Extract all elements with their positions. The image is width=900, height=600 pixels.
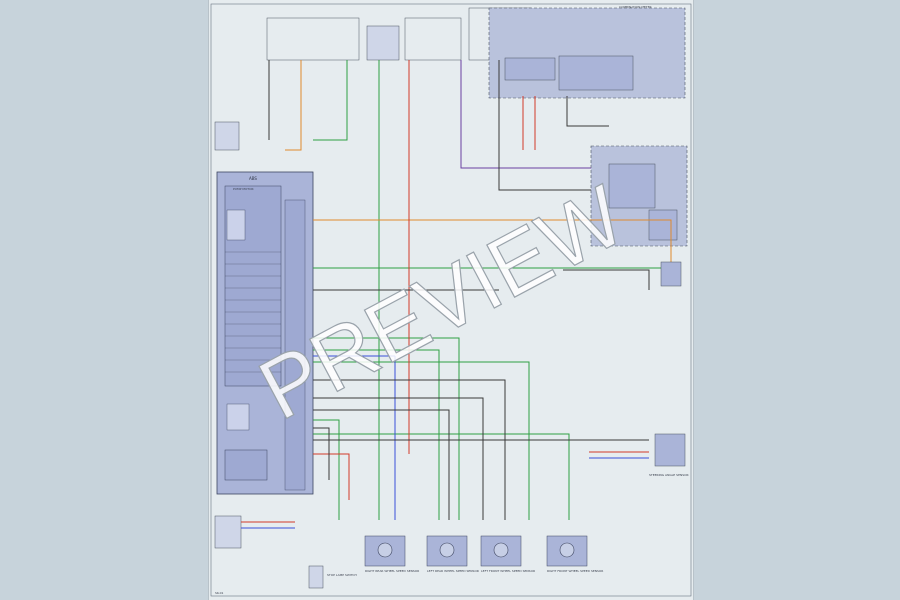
- steering-sensor-label: STEERING ANGLE SENSOR: [649, 473, 689, 477]
- steering-angle-sensor-box: [654, 433, 686, 467]
- left-switch-box: [214, 121, 240, 151]
- wheel-sensor-4: RIGHT FRONT WHEEL SPEED SENSOR: [546, 535, 603, 573]
- left-bottom-sensor-box: [214, 515, 242, 549]
- wiring-diagram-sheet: COMBINATION METER ABS PUMP MOTOR: [208, 0, 694, 600]
- abs-module: ABS PUMP MOTOR: [216, 171, 314, 495]
- brake-switch-label: STOP LAMP SWITCH: [327, 573, 357, 577]
- wheel-sensor-1-label: RIGHT REAR WHEEL SPEED SENSOR: [365, 569, 419, 573]
- abs-module-title: ABS: [249, 176, 257, 181]
- wheel-sensor-1: RIGHT REAR WHEEL SPEED SENSOR: [364, 535, 419, 573]
- sheet-id: SK-01: [215, 591, 224, 595]
- wheel-sensor-3: LEFT FRONT WHEEL SPEED SENSOR: [480, 535, 535, 573]
- wheel-sensor-2-label: LEFT REAR WHEEL SPEED SENSOR: [427, 569, 479, 573]
- stop-lamp-switch: [308, 565, 324, 589]
- abs-pump-label: PUMP MOTOR: [233, 187, 254, 191]
- sheet-frame: [210, 3, 692, 597]
- combination-meter-label: COMBINATION METER: [619, 5, 652, 9]
- right-small-sensor: [660, 261, 682, 287]
- wheel-sensor-3-label: LEFT FRONT WHEEL SPEED SENSOR: [481, 569, 535, 573]
- wiring-diagram-svg: COMBINATION METER ABS PUMP MOTOR: [210, 3, 692, 597]
- fuse-block-left: [266, 7, 532, 61]
- wheel-sensor-4-label: RIGHT FRONT WHEEL SPEED SENSOR: [547, 569, 603, 573]
- wheel-sensor-2: LEFT REAR WHEEL SPEED SENSOR: [426, 535, 479, 573]
